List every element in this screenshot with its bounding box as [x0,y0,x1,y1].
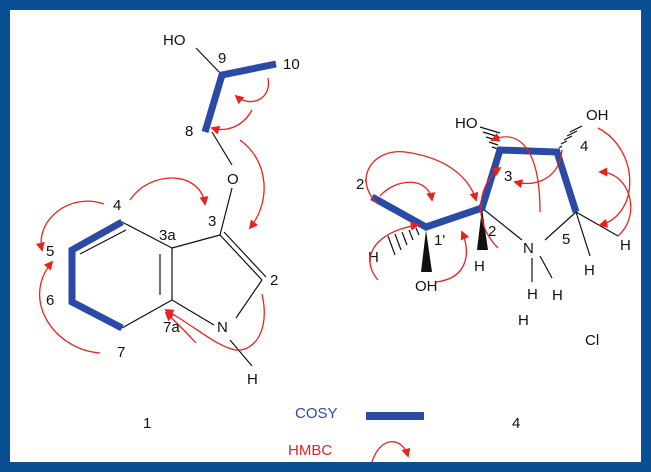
legend-hmbc-label: HMBC [288,442,332,459]
atom-label: 3 [504,168,512,185]
bond-n-c7a [171,299,215,326]
atom-label: 8 [185,123,193,140]
atom-label: H [518,312,529,329]
hmbc-arrow [435,230,470,283]
atom-label: 3a [159,227,176,244]
atom-label: H [584,262,595,279]
atom-label: 5 [46,243,54,260]
bond-o-c3 [219,187,233,236]
bond-c5-h2 [575,211,591,257]
bond-c3-c2 [219,234,263,281]
hmbc-arrow [597,127,631,228]
bond-c2-n [481,207,523,241]
atom-label: 3 [208,213,216,230]
hmbc-arrow [210,109,253,135]
hashed-wedge-c1p-h [387,225,426,256]
atom-label: H [527,286,538,303]
atom-label: 4 [113,197,121,214]
hmbc-arrow [39,260,101,354]
bond-c3a-c3 [171,234,221,249]
bond-c3-c2-double [223,231,267,278]
atom-label: H [474,258,485,275]
hmbc-arrow [598,167,632,237]
atom-label: HO [455,115,478,132]
hmbc-arrow [365,151,479,205]
cosy-c8-c9-c10 [201,60,277,134]
atom-label: N [523,240,534,257]
molecule-4-hmbc-arrows [365,127,632,283]
molecule-4-labels: HO OH 3 4 2' 1' 2 N 5 H OH H H H H H H C… [356,107,631,432]
bond-c2-n [235,279,263,319]
solid-wedge-c2-h [477,208,488,250]
bond-ho-c9 [195,47,223,76]
hmbc-arrow [369,221,420,281]
solid-wedge-c1p-oh [421,230,432,272]
atom-label: 7 [117,344,125,361]
atom-label: 10 [283,56,300,73]
hmbc-arrow [234,77,270,105]
counterion-label: Cl [585,332,599,349]
bond-c3a-c4 [121,221,173,249]
cosy-c2p-c1p-c2-c3-c4-c5 [370,146,580,231]
atom-label: 2' [356,176,367,193]
molecule-1-labels: HO 9 10 8 O 3 3a 4 5 6 7 7a 2 N H 1 [46,32,300,432]
bond-c8-o [211,131,233,166]
atom-label: H [368,249,379,266]
atom-label: HO [163,32,186,49]
atom-label: 7a [163,319,180,336]
atom-label: H [552,287,563,304]
bond-n-h [229,339,253,367]
cosy-c4-c5-c6-c7 [68,218,124,332]
bond-c4-c5-double [79,229,127,255]
bond-n-c5 [544,211,577,241]
atom-label: 5 [562,231,570,248]
legend-cosy-label: COSY [295,405,338,422]
atom-label: 2 [488,223,496,240]
compound-number: 4 [512,415,520,432]
atom-label: OH [415,278,438,295]
atom-label: H [247,371,258,388]
legend: COSY HMBC [288,405,424,463]
hmbc-arrow [129,177,209,206]
hmbc-arrow [164,311,197,344]
hmbc-arrow [35,200,105,252]
legend-cosy-swatch [366,412,424,420]
hmbc-arrow [480,166,502,249]
atom-label: 2 [270,272,278,289]
molecule-1-hmbc-arrows [35,77,270,354]
hmbc-arrow [379,181,436,202]
hmbc-arrow [490,132,541,213]
bond-n-h2 [539,255,553,279]
hashed-wedge-c4-oh [558,125,583,149]
hmbc-arrow [164,293,265,351]
hmbc-arrow [239,139,265,230]
compound-number: 1 [143,415,151,432]
hmbc-arrow [513,149,563,189]
atom-label: 1' [434,232,445,249]
molecule-1-structure [68,47,277,367]
atom-label: OH [586,107,609,124]
bond-c5-h [575,211,619,237]
bond-c7a-c7 [121,299,173,329]
atom-label: 4 [580,138,588,155]
atom-label: H [620,237,631,254]
atom-label: 6 [46,292,54,309]
legend-hmbc-arrow [371,441,411,463]
atom-label: N [217,319,228,336]
atom-label: 9 [218,50,226,67]
atom-label: O [227,171,239,188]
